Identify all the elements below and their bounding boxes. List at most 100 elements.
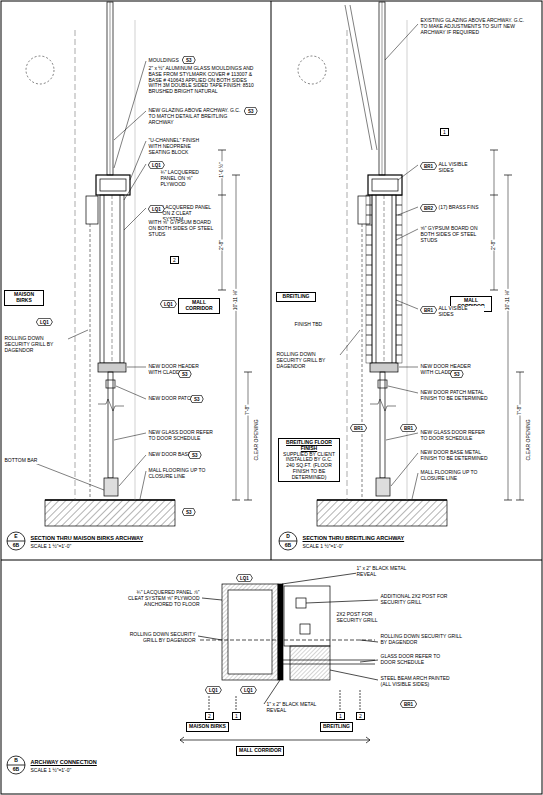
detail-title: SECTION THRU BREITLING ARCHWAY — [302, 535, 405, 541]
callout-hexagon: LQ1 — [148, 161, 165, 169]
note-text: MOULDINGS — [148, 58, 179, 64]
dimension: CLEAR OPENING — [254, 419, 260, 461]
callout-hexagon: BR2 — [420, 204, 437, 212]
dimension: 1'-0 ½" — [219, 162, 225, 179]
detail-ref: 6B — [12, 543, 19, 549]
callout-hexagon: BR1 — [400, 424, 417, 432]
note-text: BOTTOM BAR — [4, 458, 38, 464]
callout-code: BR1 — [404, 702, 413, 707]
note-text: ¾" LACQUERED PANEL ON ⅝" PLYWOOD — [160, 170, 216, 187]
callout-hexagon: LQ1 — [148, 205, 165, 213]
label-box: BREITLING FLOOR FINISHSUPPLIED BY CLIENT… — [278, 438, 340, 482]
note-text: ⅝" GYPSUM BOARD ON BOTH SIDES OF STEEL S… — [420, 226, 487, 243]
label-box: MALL CORRIDOR — [178, 298, 220, 314]
callout-code: BR1 — [354, 426, 363, 431]
callout-hexagon: LQ1 — [240, 686, 257, 694]
label-box: BREITLING — [276, 292, 316, 302]
note-text: 2X2 POST FOR SECURITY GRILL — [336, 612, 379, 624]
note-text: ROLLING DOWN SECURITY GRILL BY DAGENDOR — [380, 634, 466, 646]
callout-hexagon: S3 — [190, 395, 204, 403]
note-text: ROLLING DOWN SECURITY GRILL BY DAGENDOR — [115, 632, 196, 644]
detail-ref: 6B — [12, 767, 19, 773]
callout-hexagon: BR1 — [350, 424, 367, 432]
note-text: NEW GLAZING ABOVE ARCHWAY. G.C. TO MATCH… — [148, 108, 241, 125]
callout-code: S3 — [194, 397, 200, 402]
note-text: SCALE 1 ½"=1'-0" — [30, 768, 72, 774]
grid-box: 2 — [205, 712, 214, 720]
detail-title: SECTION THRU MAISON BIRKS ARCHWAY — [30, 535, 144, 541]
box-heading: BREITLING FLOOR FINISH — [281, 440, 337, 452]
box-note: SUPPLIED BY CLIENT INSTALLED BY G.C. 240… — [281, 452, 337, 481]
note-text: 2" x ½" ALUMINUM GLASS MOULDINGS AND BAS… — [148, 66, 259, 95]
callout-code: S3 — [186, 510, 192, 515]
dimension: CLEAR OPENING — [526, 419, 532, 461]
label-box: MALL CORRIDOR — [236, 746, 284, 756]
callout-hexagon: BR1 — [420, 306, 437, 314]
callout-code: BR2 — [424, 206, 433, 211]
callout-code: LQ1 — [240, 576, 249, 581]
dimension: 7'-8" — [517, 405, 523, 416]
callout-hexagon: LQ1 — [36, 318, 53, 326]
note-text: ¾" LACQUERED PANEL ⅞" CLEAT SYSTEM ⅝" PL… — [124, 590, 200, 607]
dimension: 10'-11 ⅛" — [505, 289, 511, 311]
note-text: NEW DOOR PATCH — [148, 396, 195, 402]
callout-code: LQ1 — [152, 163, 161, 168]
box-heading: BREITLING — [279, 294, 313, 300]
note-text: FINISH TBD — [294, 322, 323, 328]
note-text: 1" x 2" BLACK METAL REVEAL — [356, 566, 417, 578]
box-heading: BREITLING — [323, 724, 350, 730]
grid-box: 1 — [440, 128, 449, 136]
callout-code: S3 — [248, 109, 254, 114]
note-text: ALL VISIBLE SIDES — [438, 306, 484, 318]
detail-ref: 6B — [284, 543, 291, 549]
note-text: ALL VISIBLE SIDES — [438, 162, 484, 174]
callout-hexagon: BR1 — [400, 700, 417, 708]
callout-code: S3 — [186, 58, 192, 63]
grid-box: 2 — [356, 712, 365, 720]
callout-hexagon: S3 — [244, 107, 258, 115]
callout-code: LQ1 — [164, 302, 173, 307]
note-text: WITH ⅝" GYPSUM BOARD ON BOTH SIDES OF ST… — [148, 220, 215, 237]
callout-hexagon: BR1 — [420, 162, 437, 170]
callout-hexagon: LQ1 — [205, 686, 222, 694]
callout-hexagon: S3 — [188, 451, 202, 459]
note-text: NEW GLASS DOOR REFER TO DOOR SCHEDULE — [420, 430, 489, 442]
callout-code: S3 — [192, 453, 198, 458]
note-text: "U-CHANNEL" FINISH WITH NEOPRENE SEATING… — [148, 138, 211, 155]
callout-code: BR1 — [424, 164, 433, 169]
label-box: MAISON BIRKS — [4, 290, 44, 306]
callout-code: BR1 — [424, 308, 433, 313]
note-text: ADDITIONAL 2X2 POST FOR SECURITY GRILL — [380, 594, 461, 606]
callout-hexagon: S3 — [182, 56, 196, 64]
note-text: NEW DOOR BASE METAL FINISH TO BE DETERMI… — [420, 450, 489, 462]
note-text: SCALE 1 ½"=1'-0" — [302, 544, 344, 550]
box-heading: MALL CORRIDOR — [239, 748, 281, 754]
label-box: MAISON BIRKS — [186, 722, 229, 732]
note-text: GLASS DOOR REFER TO DOOR SCHEDULE — [380, 654, 456, 666]
callout-code: LQ1 — [40, 320, 49, 325]
dimension: 7'-8" — [245, 405, 251, 416]
callout-code: S3 — [182, 372, 188, 377]
note-text: (17) BRASS FINS — [438, 205, 479, 211]
note-text: NEW DOOR BASE — [148, 452, 192, 458]
detail-ref: B — [14, 758, 19, 764]
callout-code: BR1 — [404, 426, 413, 431]
note-text: STEEL BEAM ARCH PAINTED (ALL VISIBLE SID… — [380, 676, 456, 688]
label-box: BREITLING — [320, 722, 353, 732]
note-text: 1" x 2" BLACK METAL REVEAL — [266, 702, 322, 714]
dimension: 2'-8" — [491, 240, 497, 251]
callout-hexagon: LQ1 — [160, 300, 177, 308]
box-heading: MALL CORRIDOR — [181, 300, 217, 312]
note-text: ROLLING DOWN SECURITY GRILL BY DAGENDOR — [276, 352, 339, 369]
detail-ref: E — [14, 534, 18, 540]
grid-box: 1 — [336, 712, 345, 720]
note-text: SCALE 1 ½"=1'-0" — [30, 544, 72, 550]
callout-code: LQ1 — [209, 688, 218, 693]
dimension: 10'-11 ⅛" — [233, 289, 239, 311]
callout-hexagon: LQ1 — [236, 574, 253, 582]
callout-hexagon: S3 — [450, 370, 464, 378]
detail-ref: D — [286, 534, 291, 540]
note-text: NEW GLASS DOOR REFER TO DOOR SCHEDULE — [148, 430, 217, 442]
note-text: MALL FLOORING UP TO CLOSURE LINE — [148, 468, 217, 480]
callout-code: LQ1 — [244, 688, 253, 693]
